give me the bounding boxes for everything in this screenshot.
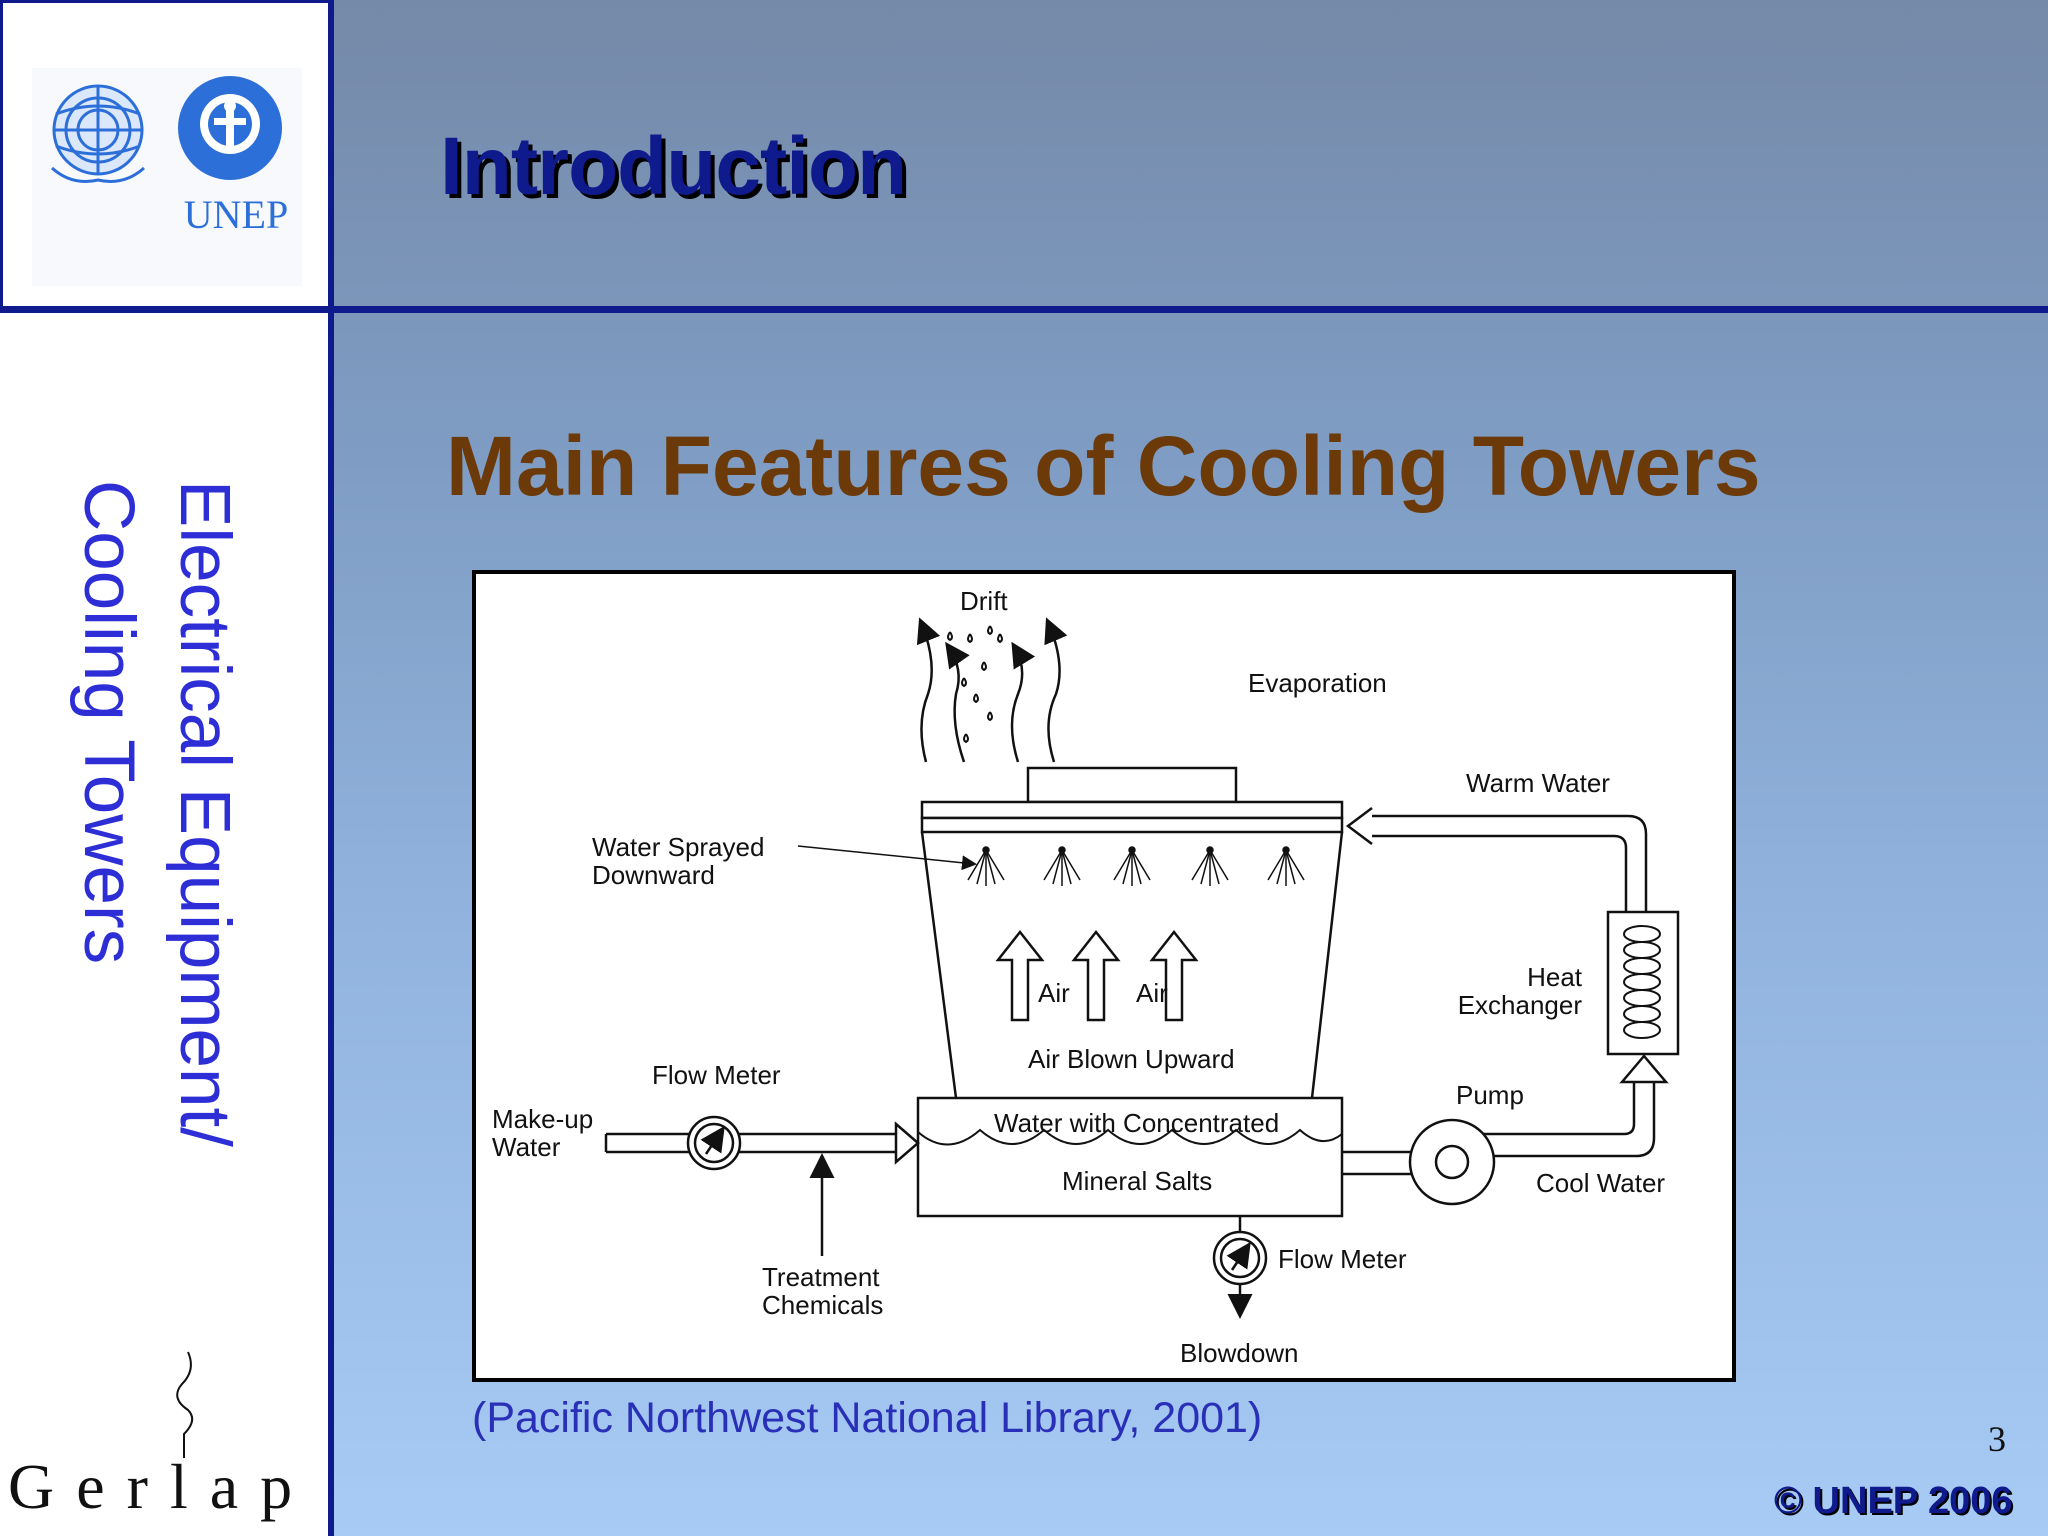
treatment-label-1: Treatment [762, 1262, 880, 1292]
blowdown-label: Blowdown [1180, 1338, 1299, 1368]
flow-meter-top-label: Flow Meter [652, 1060, 781, 1090]
basin-label-2: Mineral Salts [1062, 1166, 1212, 1196]
makeup-water-pipe [604, 1121, 920, 1165]
heat-label-2: Exchanger [1458, 990, 1583, 1020]
slide-title: Main Features of Cooling Towers [446, 419, 1761, 513]
warm-water-pipe [1345, 807, 1648, 912]
un-unep-logo: UNEP [50, 76, 288, 237]
citation: (Pacific Northwest National Library, 200… [472, 1394, 1263, 1442]
evaporation-label: Evaporation [1248, 668, 1387, 698]
drift-label: Drift [960, 586, 1008, 616]
pump-label: Pump [1456, 1080, 1524, 1110]
heat-exchanger-coil-icon [1623, 925, 1661, 1039]
water-sprayed-label-1: Water Sprayed [592, 832, 764, 862]
spray-nozzles [967, 846, 1305, 886]
gerlap-squiggle-icon [176, 1351, 194, 1458]
warm-water-label: Warm Water [1466, 768, 1610, 798]
cooling-tower-diagram: Drift Evaporation Water Sprayed Downward [472, 570, 1736, 1382]
section-heading: Introduction [440, 121, 907, 212]
tower-body [920, 831, 1344, 1099]
fan-stack [1026, 766, 1238, 804]
copyright: © UNEP 2006 [1774, 1480, 2013, 1522]
cool-water-pipe [1440, 1054, 1669, 1158]
spray-leader-line [797, 845, 977, 871]
flow-meter-bottom-label: Flow Meter [1278, 1244, 1407, 1274]
treatment-label-2: Chemicals [762, 1290, 883, 1320]
heat-label-1: Heat [1527, 962, 1583, 992]
vertical-topic-title: Electrical Equipment/ Cooling Towers [60, 480, 252, 1147]
evaporation-arrows [916, 617, 1068, 763]
logo-box [0, 0, 334, 312]
makeup-label-1: Make-up [492, 1104, 593, 1134]
unep-emblem-icon [178, 76, 282, 180]
basin-water-surface [917, 1128, 1343, 1146]
cool-water-label: Cool Water [1536, 1168, 1665, 1198]
distribution-deck [920, 800, 1344, 820]
flow-meter-bottom-icon [1212, 1230, 1268, 1286]
un-emblem-icon [50, 84, 146, 183]
page-number: 3 [1988, 1419, 2006, 1459]
air-label-2: Air [1136, 978, 1168, 1008]
pump-icon [1408, 1118, 1496, 1206]
diagram-canvas: Drift Evaporation Water Sprayed Downward [492, 586, 1680, 1368]
flow-meter-top-icon [686, 1115, 742, 1171]
basin-outlet-pipe [1342, 1150, 1412, 1176]
unep-logo-text: UNEP [184, 192, 288, 237]
water-sprayed-label-2: Downward [592, 860, 715, 890]
air-arrows [995, 929, 1199, 1022]
basin-label-1: Water with Concentrated [994, 1108, 1279, 1138]
makeup-label-2: Water [492, 1132, 561, 1162]
heat-exchanger [1606, 910, 1680, 1056]
logo-panel: UNEP [32, 68, 302, 286]
gerlap-logo: Gerlap [8, 1451, 315, 1522]
vertical-title-line2: Cooling Towers [69, 480, 148, 965]
drift-droplets [947, 625, 1003, 744]
basin [916, 1096, 1344, 1218]
air-blown-upward-label: Air Blown Upward [1028, 1044, 1235, 1074]
vertical-title-line1: Electrical Equipment/ [165, 480, 244, 1147]
distribution-header [920, 816, 1344, 834]
air-label-1: Air [1038, 978, 1070, 1008]
header-divider [0, 306, 2048, 313]
